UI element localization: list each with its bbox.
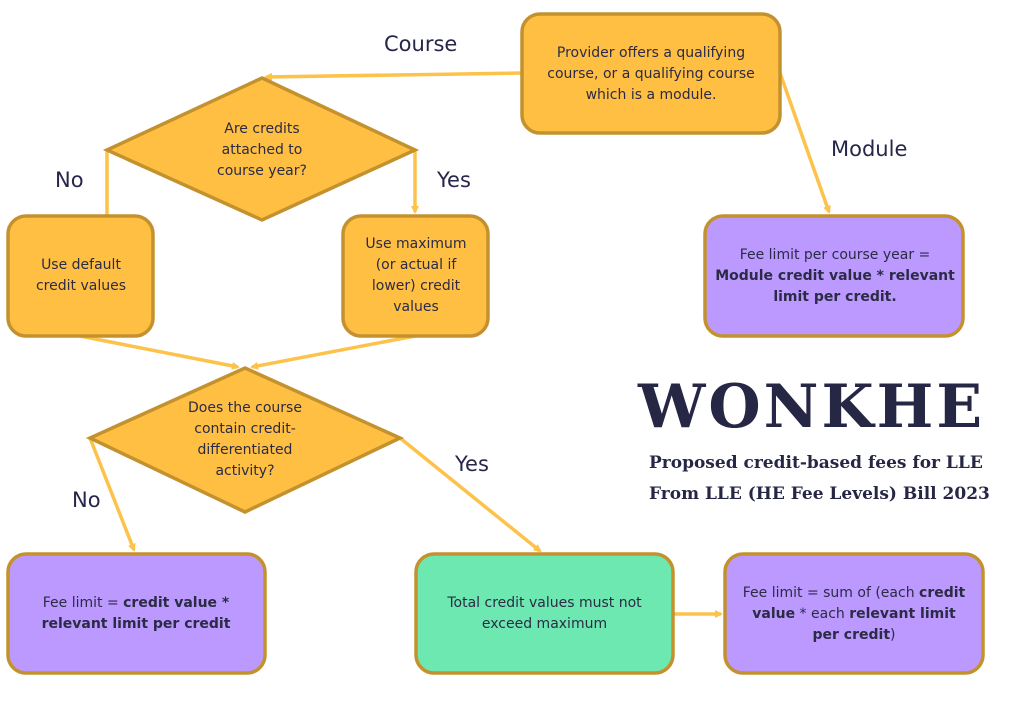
differentiated-diamond [85, 366, 405, 514]
total-credit-box [414, 552, 675, 675]
fee-sum-b1: credit value [752, 584, 966, 622]
total-credit-text: Total credit values must not exceed maxi… [447, 595, 642, 632]
credits-attached-diamond [102, 76, 420, 222]
label-no-1: No [55, 168, 84, 192]
fee-limit-text: Fee limit = credit value * relevant limi… [30, 560, 242, 668]
module-fee-box [703, 214, 965, 338]
subtitle-1: Proposed credit-based fees for LLE [649, 453, 983, 473]
arrow-max-to-diamond [250, 334, 416, 370]
fee-limit-plain: Fee limit = [42, 595, 124, 611]
fee-sum-text: Fee limit = sum of (each credit value * … [738, 560, 970, 668]
label-module: Module [831, 137, 908, 161]
label-yes-2: Yes [455, 452, 489, 476]
default-values-box [6, 214, 155, 338]
subtitle-2: From LLE (HE Fee Levels) Bill 2023 [649, 484, 990, 504]
module-fee-bold: Module credit value * relevant limit per… [715, 267, 955, 305]
label-no-2: No [72, 488, 101, 512]
module-fee-text: Fee limit per course year = Module credi… [715, 220, 955, 332]
fee-limit-box [6, 552, 267, 675]
fee-sum-p2: * each [795, 605, 850, 622]
module-fee-plain: Fee limit per course year = [739, 246, 931, 263]
arrow-default-to-diamond [79, 334, 240, 370]
fee-limit-bold: credit value * relevant limit per credit [41, 595, 231, 632]
wonkhe-logo: WONKHE [638, 372, 986, 442]
credits-attached-text: Are credits attached to course year? [217, 120, 307, 179]
label-yes-1: Yes [437, 168, 471, 192]
arrow-yes-2 [398, 436, 542, 553]
fee-sum-b2: relevant limit per credit [812, 605, 956, 643]
label-course: Course [384, 32, 458, 56]
provider-box [520, 12, 782, 135]
max-values-text: Use maximum (or actual if lower) credit … [365, 236, 467, 315]
arrow-no-2 [88, 437, 136, 552]
fee-sum-p1: Fee limit = sum of (each [742, 584, 920, 601]
max-values-box [341, 214, 490, 338]
fee-sum-p3: ) [890, 626, 896, 643]
default-values-text: Use default credit values [35, 257, 126, 294]
arrow-course [264, 71, 523, 81]
arrow-module [778, 72, 831, 214]
differentiated-text: Does the course contain credit-different… [188, 400, 302, 479]
fee-sum-box [723, 552, 985, 675]
provider-text: Provider offers a qualifying course, or … [547, 44, 755, 103]
